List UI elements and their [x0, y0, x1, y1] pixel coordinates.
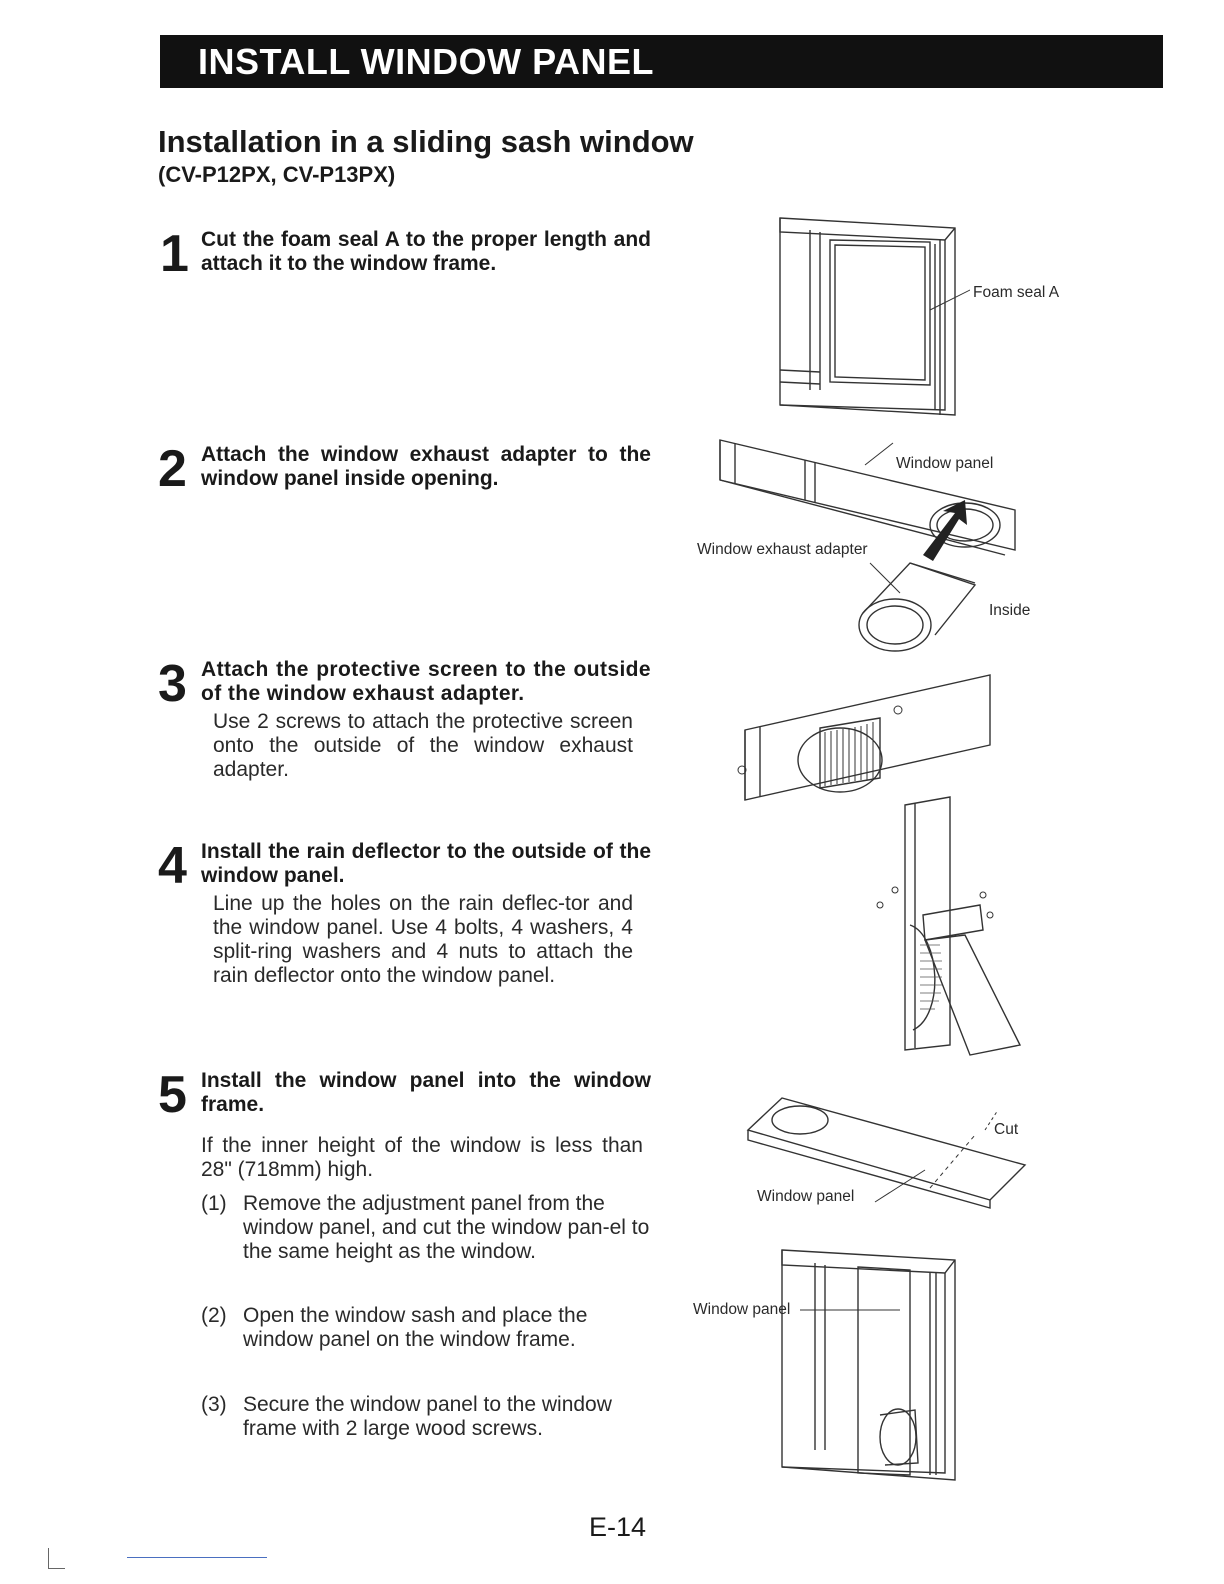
window-panel-cut-figure — [746, 1097, 1027, 1209]
foam-seal-label: Foam seal A — [973, 284, 1060, 301]
crop-mark — [48, 1548, 65, 1569]
step-3-body: Use 2 screws to attach the protective sc… — [213, 710, 633, 781]
sub-step-3-text: Secure the window panel to the window fr… — [243, 1393, 612, 1440]
model-numbers: (CV-P12PX, CV-P13PX) — [158, 162, 396, 187]
window-panel-installed-figure — [781, 1249, 956, 1481]
step-5-number: 5 — [158, 1066, 187, 1124]
page-heading: Installation in a sliding sash window — [158, 124, 694, 159]
window-panel-label-3: Window panel — [693, 1301, 791, 1318]
window-frame-foam-seal-figure — [779, 217, 970, 416]
window-panel-label-2: Window panel — [757, 1188, 855, 1205]
step-4-title: Install the rain deflector to the outsid… — [201, 840, 651, 887]
step-3-title: Attach the protective screen to the outs… — [201, 658, 651, 705]
window-panel-label-1: Window panel — [896, 455, 994, 472]
sub-step-3: (3) Secure the window panel to the windo… — [201, 1393, 651, 1449]
step-4-number: 4 — [158, 837, 187, 895]
section-banner: INSTALL WINDOW PANEL — [160, 35, 1163, 88]
exhaust-adapter-label: Window exhaust adapter — [697, 541, 868, 558]
sub-step-1-number: (1) — [201, 1192, 227, 1215]
sub-step-2-text: Open the window sash and place the windo… — [243, 1304, 588, 1351]
banner-title: INSTALL WINDOW PANEL — [198, 41, 654, 82]
sub-step-1-text: Remove the adjustment panel from the win… — [243, 1192, 650, 1263]
step-5-title: Install the window panel into the window… — [201, 1069, 651, 1116]
sub-step-3-number: (3) — [201, 1393, 227, 1416]
rain-deflector-figure — [876, 796, 1022, 1056]
step-4-body: Line up the holes on the rain deflec-tor… — [213, 892, 633, 987]
step-1-number: 1 — [160, 225, 189, 283]
step-3-number: 3 — [158, 655, 187, 713]
sub-step-2-number: (2) — [201, 1304, 227, 1327]
protective-screen-figure — [737, 674, 991, 801]
step-1-title: Cut the foam seal A to the proper length… — [201, 228, 651, 275]
page-number: E-14 — [589, 1512, 647, 1542]
inside-label: Inside — [989, 602, 1031, 619]
cut-label: Cut — [994, 1121, 1019, 1138]
step-5-body: If the inner height of the window is les… — [201, 1134, 643, 1181]
sub-step-1: (1) Remove the adjustment panel from the… — [201, 1192, 651, 1272]
step-2-number: 2 — [158, 440, 187, 498]
sub-step-2: (2) Open the window sash and place the w… — [201, 1304, 651, 1360]
step-2-title: Attach the window exhaust adapter to the… — [201, 443, 651, 490]
window-panel-exhaust-adapter-figure — [719, 439, 1016, 652]
footer-rule — [127, 1557, 267, 1558]
